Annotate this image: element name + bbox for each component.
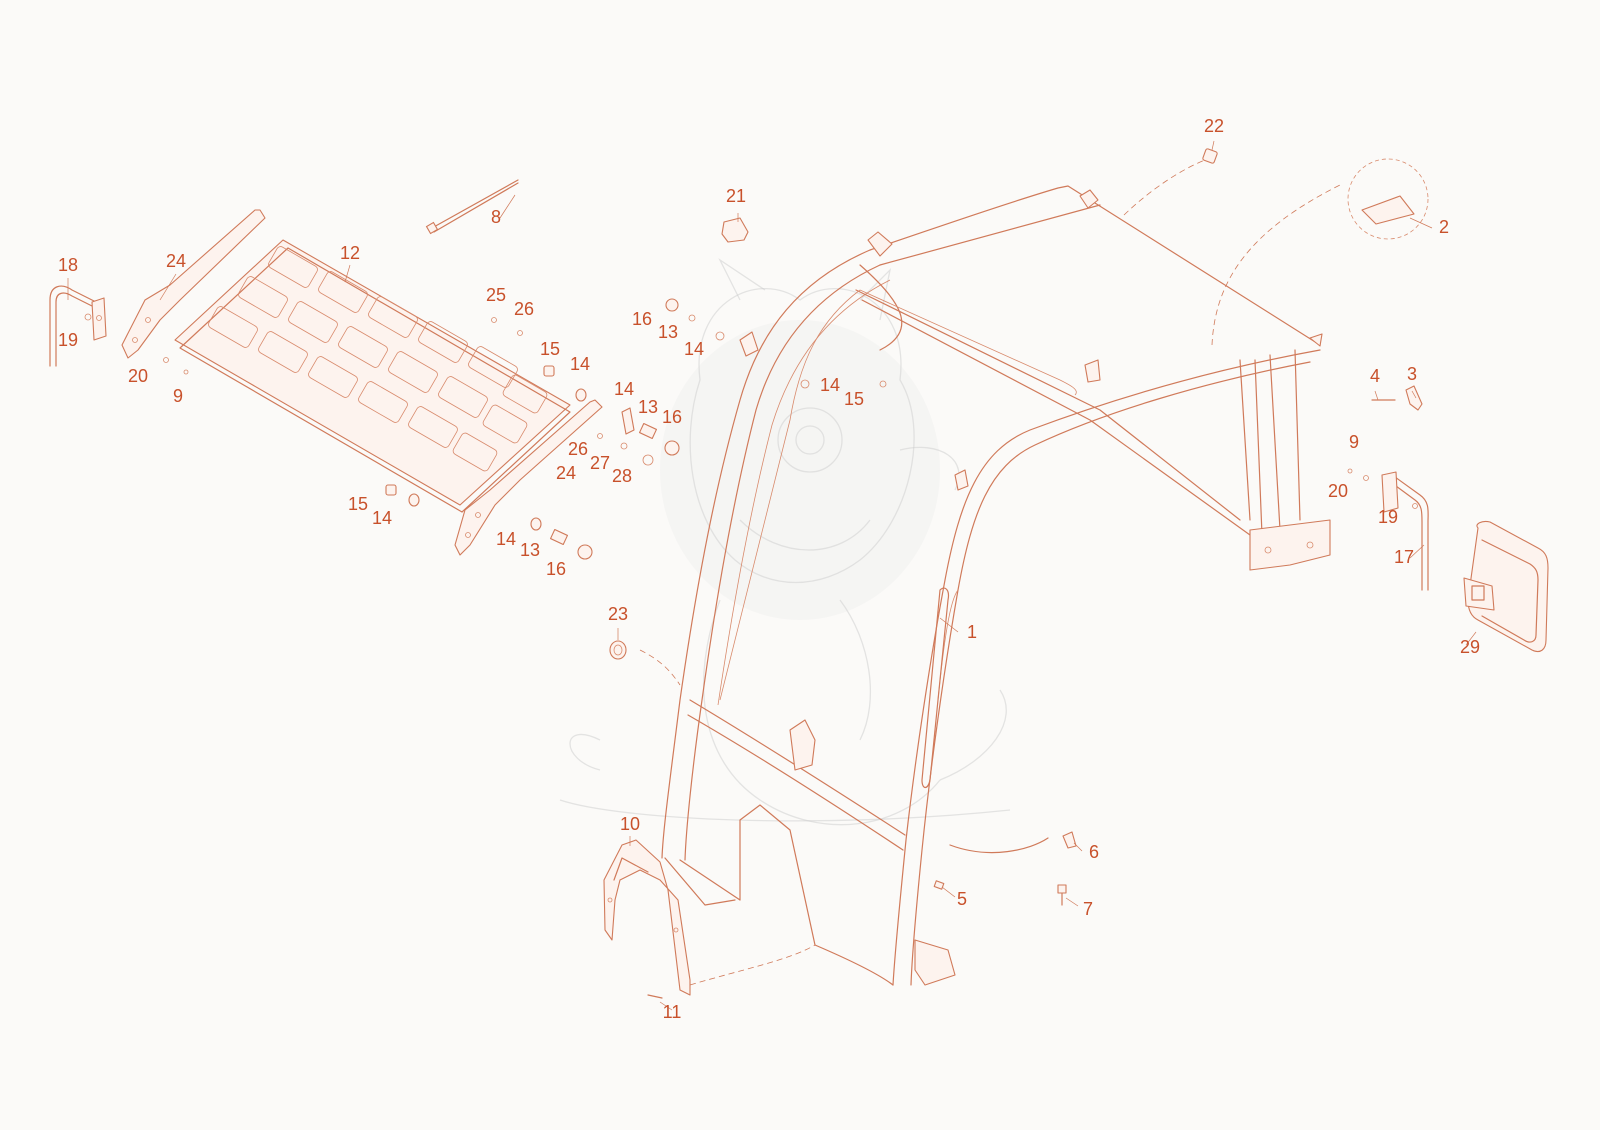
callout-22: 22: [1204, 116, 1224, 136]
strap: [425, 179, 519, 235]
callout-16-bottom: 16: [546, 559, 566, 579]
callout-6: 6: [1089, 842, 1099, 862]
callout-10: 10: [620, 814, 640, 834]
side-rail-left: [121, 209, 266, 359]
side-rail-right: [454, 399, 603, 556]
callout-14-top: 14: [684, 339, 704, 359]
callout-2: 2: [1439, 217, 1449, 237]
callout-14-center: 14: [820, 375, 840, 395]
callout-21: 21: [726, 186, 746, 206]
callout-28: 28: [612, 466, 632, 486]
callout-27: 27: [590, 453, 610, 473]
callout-15-center: 15: [844, 389, 864, 409]
callout-15-grid-left: 15: [348, 494, 368, 514]
callout-20-right: 20: [1328, 481, 1348, 501]
callout-12: 12: [340, 243, 360, 263]
callout-24-left: 24: [166, 251, 186, 271]
grab-handle-left: [49, 285, 107, 367]
callout-4: 4: [1370, 366, 1380, 386]
callout-11: 11: [663, 1002, 682, 1022]
callout-19-right: 19: [1378, 507, 1398, 527]
grab-handle-right: [1381, 471, 1429, 591]
mirror: [1463, 520, 1549, 653]
leader-lines: [67, 140, 1477, 1011]
callout-20-left: 20: [128, 366, 148, 386]
connection-lines: [639, 159, 1341, 986]
callout-13-top: 13: [658, 322, 678, 342]
cab-frame: [661, 185, 1331, 986]
callout-13-bottom: 13: [520, 540, 540, 560]
callout-19-left: 19: [58, 330, 78, 350]
callout-26-bottom: 26: [568, 439, 588, 459]
callout-1: 1: [967, 622, 977, 642]
callout-8: 8: [491, 207, 501, 227]
small-hardware: [84, 148, 1429, 999]
dragon-watermark: [559, 258, 1011, 826]
callout-labels: 1 2 3 4 5 6 7 8 9 9 10 11 12 13 13 13 14…: [58, 116, 1480, 1022]
callout-9-right: 9: [1349, 432, 1359, 452]
callout-9-left: 9: [173, 386, 183, 406]
callout-13-mid: 13: [638, 397, 658, 417]
callout-16-top: 16: [632, 309, 652, 329]
callout-14-bottom: 14: [496, 529, 516, 549]
callout-26-top: 26: [514, 299, 534, 319]
callout-16-mid: 16: [662, 407, 682, 427]
callout-29: 29: [1460, 637, 1480, 657]
callout-23: 23: [608, 604, 628, 624]
callout-25: 25: [486, 285, 506, 305]
callout-18: 18: [58, 255, 78, 275]
callout-5: 5: [957, 889, 967, 909]
callout-7: 7: [1083, 899, 1093, 919]
callout-14-bracket: 14: [614, 379, 634, 399]
roof-grid-panel: [174, 239, 571, 513]
callout-14-grid-left: 14: [372, 508, 392, 528]
callout-3: 3: [1407, 364, 1417, 384]
callout-14-grid-right: 14: [570, 354, 590, 374]
callout-15-grid-right: 15: [540, 339, 560, 359]
side-guard: [603, 839, 691, 996]
callout-17: 17: [1394, 547, 1414, 567]
callout-24-right: 24: [556, 463, 576, 483]
